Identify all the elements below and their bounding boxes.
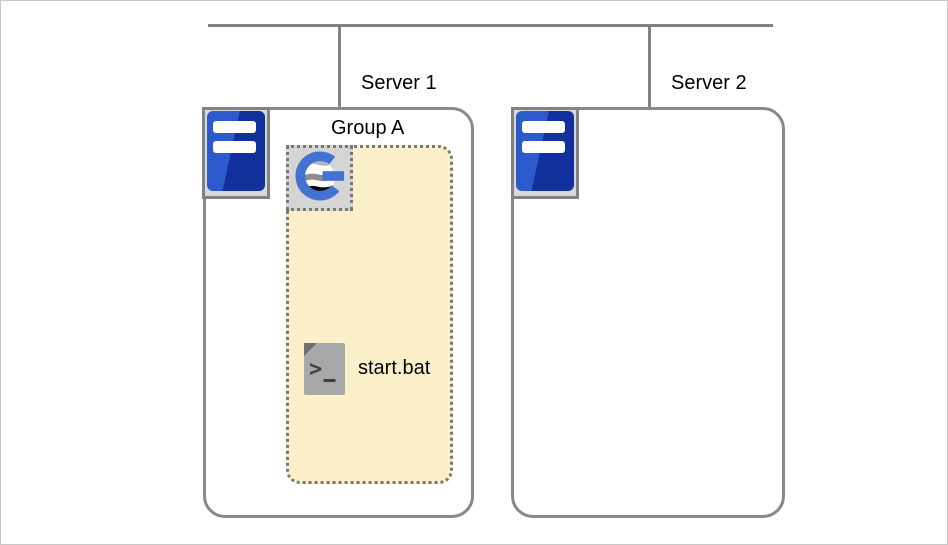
geoserver-logo-icon xyxy=(292,148,348,209)
start-bat-label: start.bat xyxy=(358,357,431,379)
geoserver-logo[interactable] xyxy=(286,145,353,211)
server1-icon[interactable] xyxy=(202,107,270,199)
server2-icon[interactable] xyxy=(511,107,579,199)
group-a-label: Group A xyxy=(331,117,405,139)
server-tower-icon xyxy=(207,110,265,196)
server2-label: Server 2 xyxy=(671,72,747,94)
server-tower-icon xyxy=(516,110,574,196)
start-bat-file[interactable]: > xyxy=(304,343,345,395)
svg-text:>: > xyxy=(309,357,322,382)
server2-connector-line xyxy=(648,24,651,108)
network-bus-line xyxy=(208,24,773,27)
server1-connector-line xyxy=(338,24,341,108)
batch-script-file-icon: > xyxy=(304,343,345,399)
server1-label: Server 1 xyxy=(361,72,437,94)
